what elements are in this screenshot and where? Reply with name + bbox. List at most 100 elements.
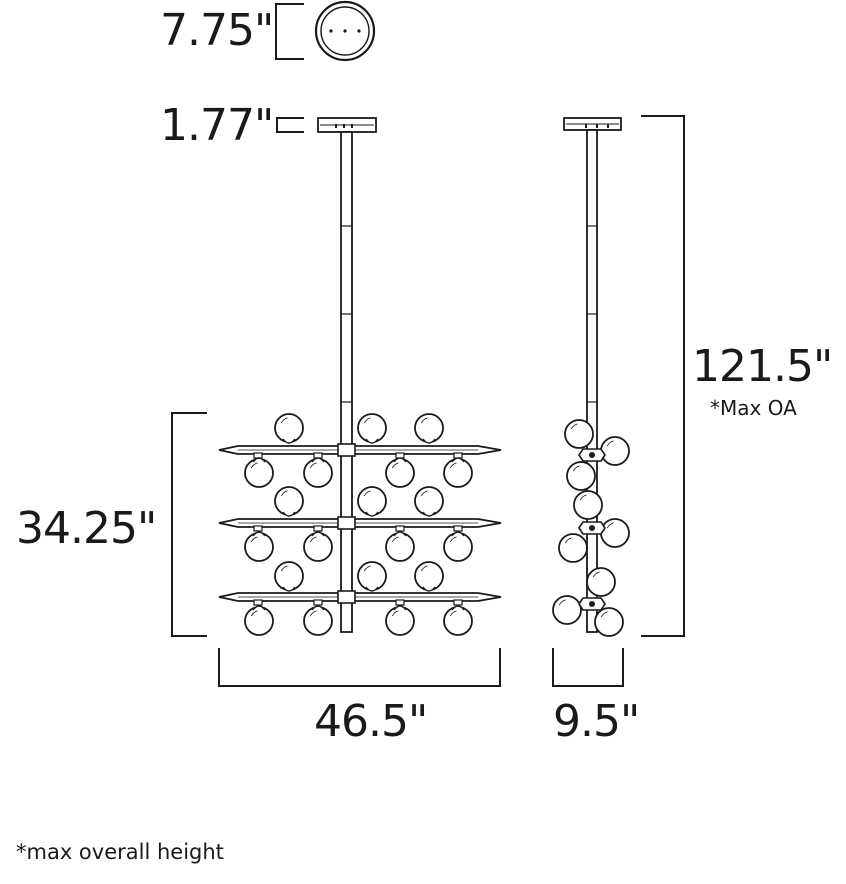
glass-globe bbox=[564, 419, 594, 449]
globe-outline bbox=[443, 458, 473, 488]
globe-outline bbox=[244, 458, 274, 488]
globe-outline bbox=[274, 561, 304, 591]
side-hub bbox=[578, 521, 606, 535]
arm-socket-mount bbox=[395, 525, 405, 532]
canopy-dot bbox=[329, 29, 333, 33]
globe-outline bbox=[558, 533, 588, 563]
side-globes bbox=[552, 419, 630, 637]
arm-socket-mount bbox=[453, 452, 463, 459]
fixture-depth-label: 9.5" bbox=[553, 696, 640, 747]
globe-socket bbox=[252, 605, 266, 611]
globe-highlight bbox=[363, 417, 371, 424]
glass-globe bbox=[303, 531, 333, 562]
globe-highlight bbox=[280, 565, 288, 572]
side-hub-center bbox=[589, 452, 595, 458]
glass-globe bbox=[244, 605, 274, 636]
globe-highlight bbox=[250, 610, 258, 617]
globe-outline bbox=[357, 561, 387, 591]
side-canopy-screw bbox=[585, 124, 587, 128]
canopy-top-view bbox=[275, 0, 376, 62]
globe-socket bbox=[282, 511, 296, 517]
globe-socket bbox=[282, 438, 296, 444]
globe-socket bbox=[422, 586, 436, 592]
globe-highlight bbox=[592, 571, 600, 578]
front-canopy-screw bbox=[335, 124, 337, 128]
glass-globe bbox=[274, 486, 304, 517]
glass-globe bbox=[586, 567, 616, 597]
globe-highlight bbox=[564, 537, 572, 544]
globe-socket bbox=[311, 457, 325, 463]
canopy-dot bbox=[343, 29, 347, 33]
globe-highlight bbox=[280, 490, 288, 497]
globe-outline bbox=[594, 607, 624, 637]
globe-outline bbox=[573, 490, 603, 520]
glass-globe bbox=[385, 457, 415, 488]
glass-globe bbox=[385, 531, 415, 562]
horizontal-arm bbox=[218, 443, 502, 459]
horizontal-arm bbox=[218, 590, 502, 606]
globe-outline bbox=[303, 532, 333, 562]
globe-outline bbox=[552, 595, 582, 625]
globe-outline bbox=[244, 532, 274, 562]
globe-outline bbox=[443, 606, 473, 636]
side-hub-center bbox=[589, 525, 595, 531]
footnote: *max overall height bbox=[16, 840, 224, 864]
globe-outline bbox=[303, 458, 333, 488]
globe-highlight bbox=[363, 565, 371, 572]
fixture-side-view bbox=[552, 117, 630, 637]
arm-socket-mount bbox=[313, 599, 323, 606]
globe-socket bbox=[422, 511, 436, 517]
canopy-height-label: 1.77" bbox=[160, 100, 274, 151]
globe-socket bbox=[365, 586, 379, 592]
globe-outline bbox=[566, 461, 596, 491]
glass-globe bbox=[385, 605, 415, 636]
globe-socket bbox=[422, 438, 436, 444]
globe-highlight bbox=[391, 462, 399, 469]
horizontal-arm bbox=[218, 516, 502, 532]
globe-socket bbox=[252, 531, 266, 537]
fixture-width-label: 46.5" bbox=[314, 696, 428, 747]
globe-socket bbox=[365, 511, 379, 517]
canopy-diameter-bracket bbox=[275, 3, 304, 60]
globe-highlight bbox=[600, 611, 608, 618]
globe-highlight bbox=[391, 610, 399, 617]
max-oa-note: *Max OA bbox=[710, 396, 797, 420]
globe-outline bbox=[274, 486, 304, 516]
globe-outline bbox=[600, 436, 630, 466]
globe-highlight bbox=[606, 440, 614, 447]
globe-outline bbox=[414, 486, 444, 516]
fixture-height-label: 34.25" bbox=[16, 503, 157, 554]
arm-socket-mount bbox=[253, 525, 263, 532]
side-canopy-screw bbox=[607, 124, 609, 128]
globe-outline bbox=[385, 606, 415, 636]
glass-globe bbox=[244, 531, 274, 562]
globe-outline bbox=[586, 567, 616, 597]
arm-socket-mount bbox=[395, 599, 405, 606]
side-hub bbox=[578, 448, 606, 462]
front-canopy-screw bbox=[351, 124, 353, 128]
globe-highlight bbox=[570, 423, 578, 430]
canopy-diameter-label: 7.75" bbox=[160, 5, 274, 56]
glass-globe bbox=[558, 533, 588, 563]
globe-outline bbox=[600, 518, 630, 548]
upper-globes-row bbox=[274, 561, 444, 592]
arm-socket-mount bbox=[253, 452, 263, 459]
glass-globe bbox=[566, 461, 596, 491]
glass-globe bbox=[600, 518, 630, 548]
globe-highlight bbox=[449, 536, 457, 543]
side-hub bbox=[578, 597, 606, 611]
globe-outline bbox=[274, 413, 304, 443]
globe-outline bbox=[357, 486, 387, 516]
globe-highlight bbox=[449, 462, 457, 469]
glass-globe bbox=[594, 607, 624, 637]
glass-globe bbox=[443, 457, 473, 488]
globe-socket bbox=[311, 605, 325, 611]
arm-socket-mount bbox=[453, 599, 463, 606]
globe-socket bbox=[365, 438, 379, 444]
globe-socket bbox=[451, 531, 465, 537]
glass-globe bbox=[303, 605, 333, 636]
fixture-width-bracket bbox=[218, 648, 501, 687]
globe-outline bbox=[443, 532, 473, 562]
glass-globe bbox=[357, 413, 387, 444]
arm-socket-mount bbox=[313, 452, 323, 459]
